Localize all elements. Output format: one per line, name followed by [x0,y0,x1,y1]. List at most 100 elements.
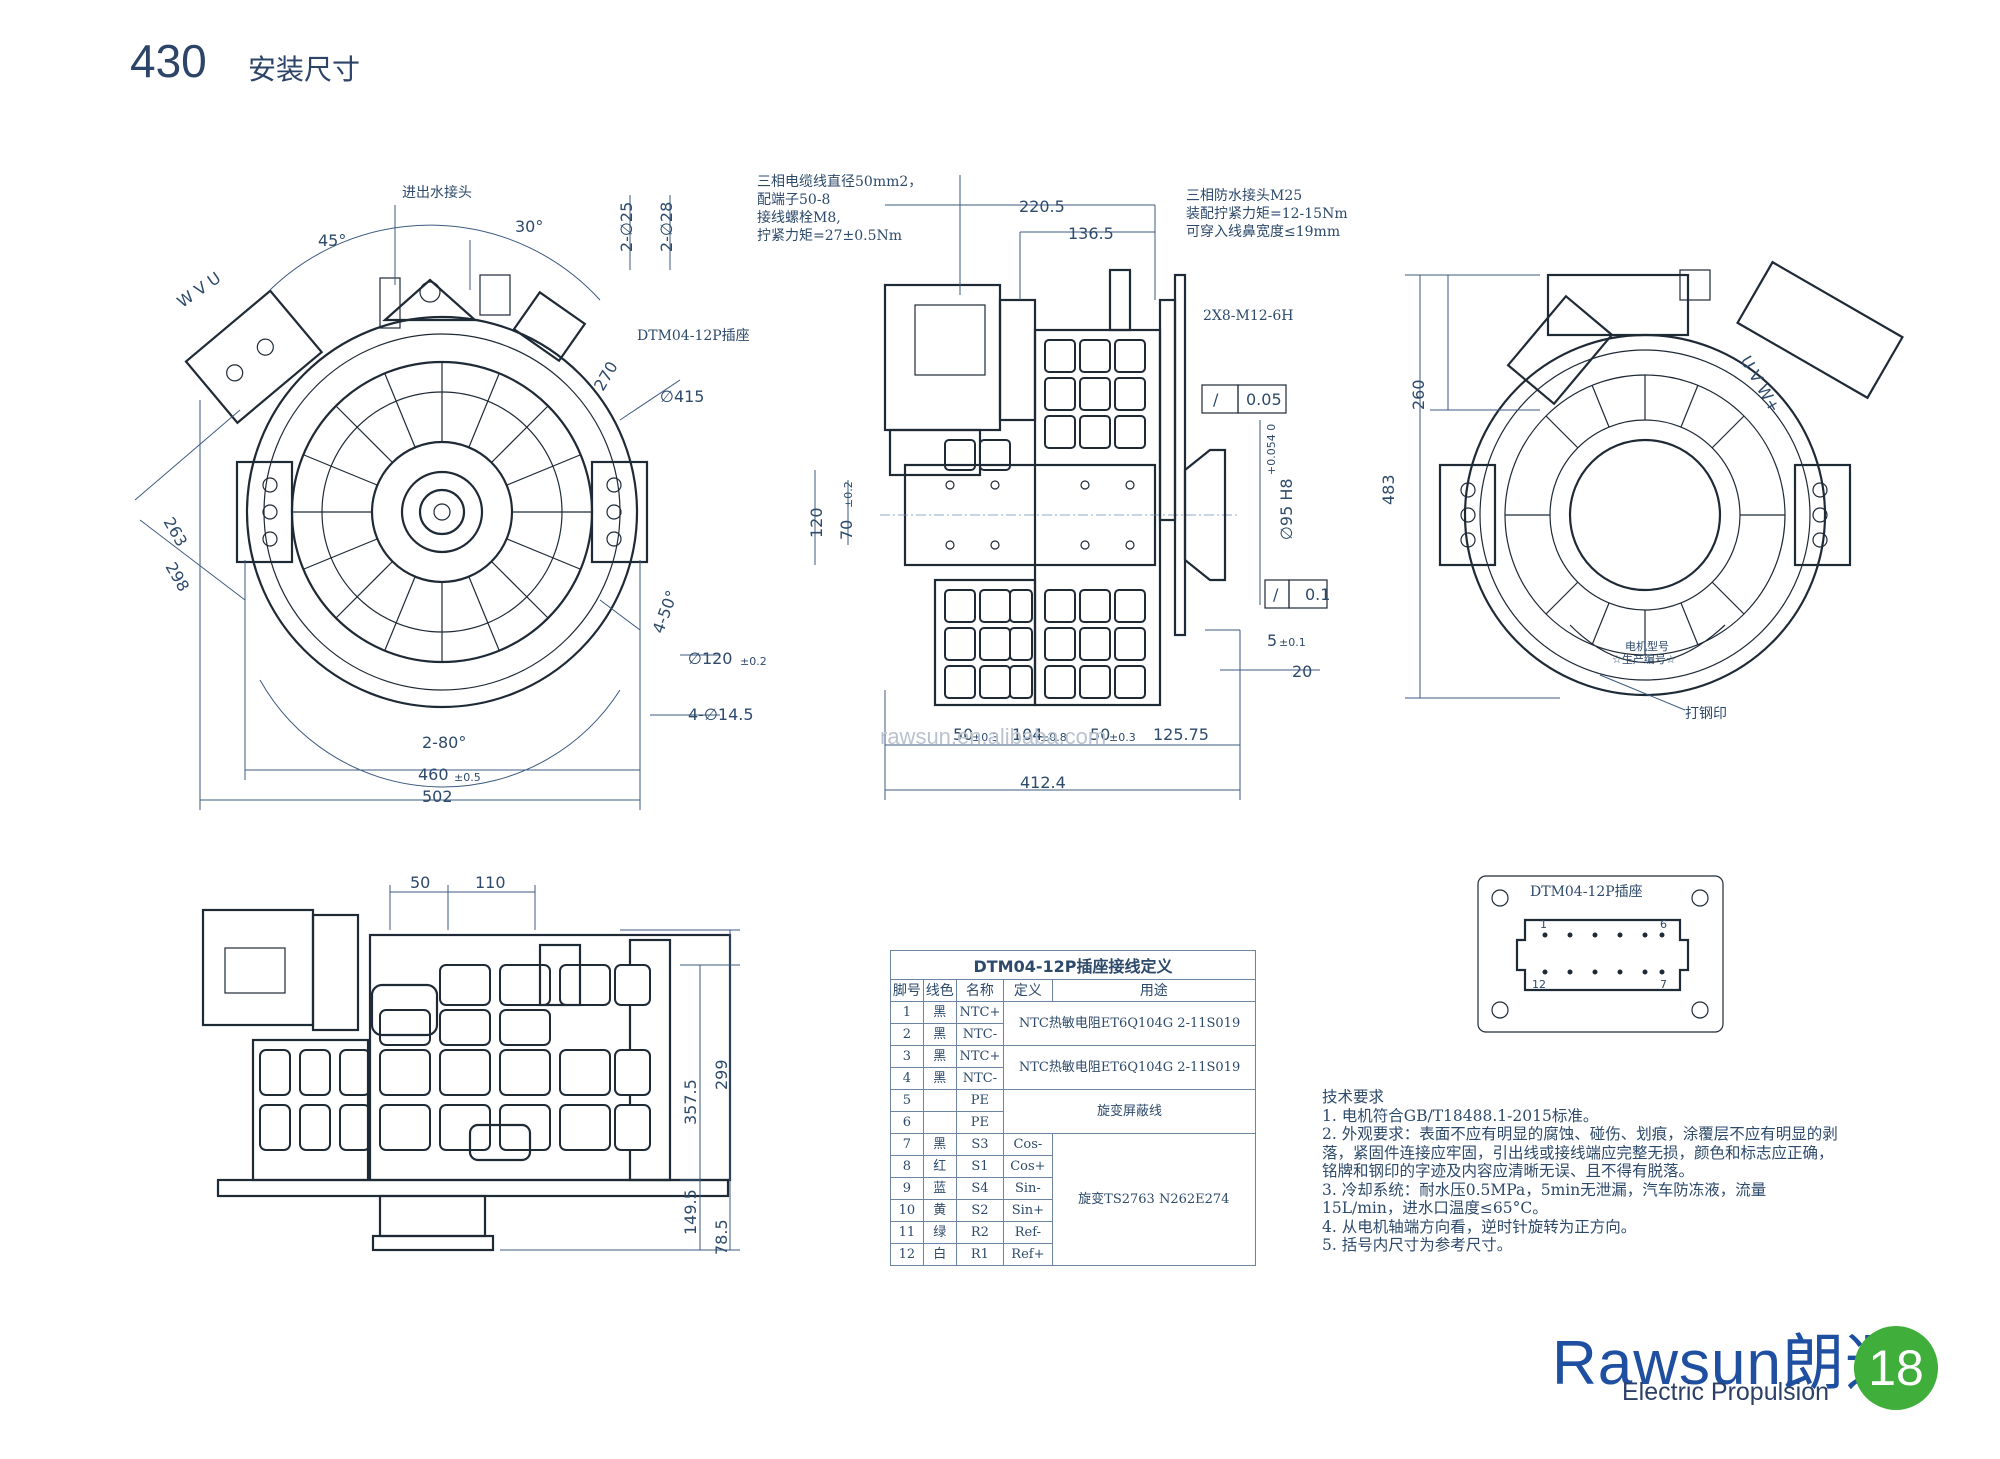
tech-item: 1. 电机符合GB/T18488.1-2015标准。 [1322,1106,1599,1125]
seg-104-tol: ±0.8 [1040,731,1067,744]
table-cell: 蓝 [922,1177,957,1200]
pin-6-label: 6 [1660,918,1667,931]
pin-7-label: 7 [1660,978,1667,991]
nameplate-model: 电机型号 [1625,639,1669,653]
uvw-label: U V W+ [1737,353,1784,416]
table-row: 4 黑 NTC- [890,1067,1256,1090]
table-cell: 红 [922,1155,957,1178]
table-row: 8 红 S1 Cos+ [890,1155,1256,1178]
width-460-tol: ±0.5 [454,771,481,784]
table-cell: Cos- [1003,1133,1053,1156]
table-cell: S3 [955,1133,1005,1156]
watermark: rawsun.en.alibaba.com [880,724,1107,749]
angle-30-label: 30° [515,217,543,236]
seg-50b-tol: ±0.3 [1109,731,1136,744]
gland-note-3: 可穿入线鼻宽度≤19mm [1186,223,1340,240]
seg-50a-tol: ±0.3 [972,731,999,744]
pin-definition-table: DTM04-12P插座接线定义 脚号 线色 名称 定义 用途 1 黑 NTC+ … [890,950,1257,1266]
table-cell: 12 [890,1243,924,1266]
tech-title: 技术要求 [1322,1088,1385,1106]
table-header: 线色 [922,979,957,1002]
table-cell: Cos+ [1003,1155,1053,1178]
dim-20-label: 20 [1292,662,1312,681]
table-cell: 6 [890,1111,924,1134]
table-cell: NTC- [955,1023,1005,1046]
dim-2205-label: 220.5 [1019,197,1065,216]
cable-note-4: 拧紧力矩=27±0.5Nm [757,228,902,244]
table-cell: 9 [890,1177,924,1200]
table-row: 3 黑 NTC+ NTC热敏电阻ET6Q104G 2-11S019 [890,1045,1256,1090]
dim-120-tol: ±0.2 [740,655,767,668]
table-cell: 白 [922,1243,957,1266]
cable-note-2: 配端子50-8 [757,192,830,208]
connector-detail [1477,875,1724,1033]
table-cell: NTC+ [955,1001,1005,1024]
tech-item: 3. 冷却系统：耐水压0.5MPa，5min无泄漏，汽车防冻液，流量15L/mi… [1322,1180,1767,1218]
dim-95-label: ∅95 H8 [1277,478,1296,540]
dim-415-label: ∅415 [660,387,704,406]
table-cell: 11 [890,1221,924,1244]
height-260-label: 260 [1409,379,1428,410]
table-cell-merged: 旋变TS2763 N262E274 [1051,1133,1257,1266]
table-cell: 黑 [922,1045,957,1068]
table-row: 2 黑 NTC- [890,1023,1256,1046]
table-cell: PE [955,1111,1005,1134]
tol-01-label: 0.1 [1305,585,1330,604]
table-header: 定义 [1003,979,1053,1002]
dim-5-label: 5 [1267,631,1277,650]
table-cell [922,1111,957,1134]
height-120-label: 120 [807,507,826,538]
table-row: 11 绿 R2 Ref- [890,1221,1256,1244]
rear-view [1405,260,1904,711]
table-header-row: 脚号 线色 名称 定义 用途 [890,979,1257,1002]
table-cell: R1 [955,1243,1005,1266]
width-502-label: 502 [422,787,453,806]
dim-1495-label: 149.5 [681,1189,700,1235]
table-cell: S1 [955,1155,1005,1178]
thread-label: 2X8-M12-6H [1203,308,1294,324]
seg-104-label: 104 [1012,725,1043,744]
hole-28-label: 2-∅28 [657,202,676,252]
dim-785-label: 78.5 [712,1219,731,1255]
height-70-tol: ±0.2 [842,481,855,508]
table-cell-merged: 旋变屏蔽线 [1003,1089,1256,1134]
table-cell: 黑 [922,1023,957,1046]
nameplate-serial: ☆生产编号☆ [1612,652,1676,666]
cable-note-3: 接线螺栓M8, [757,209,841,226]
table-row: 10 黄 S2 Sin+ [890,1199,1256,1222]
angle-280-label: 2-80° [422,733,466,752]
table-cell: PE [955,1089,1005,1112]
table-cell: Sin- [1003,1177,1053,1200]
table-cell: NTC- [955,1067,1005,1090]
table-cell: 绿 [922,1221,957,1244]
dim-1365-label: 136.5 [1068,224,1114,243]
hole-25-label: 2-∅25 [617,202,636,252]
table-cell: 黄 [922,1199,957,1222]
table-cell-merged: NTC热敏电阻ET6Q104G 2-11S019 [1003,1001,1256,1046]
table-cell: 5 [890,1089,924,1112]
table-cell: NTC+ [955,1045,1005,1068]
table-cell: Ref- [1003,1221,1053,1244]
tech-item: 2. 外观要求：表面不应有明显的腐蚀、碰伤、划痕，涂覆层不应有明显的剥落，紧固件… [1322,1125,1838,1180]
table-cell: 3 [890,1045,924,1068]
table-header: 名称 [955,979,1005,1002]
table-cell: 10 [890,1199,924,1222]
table-cell [922,1089,957,1112]
table-cell: Ref+ [1003,1243,1053,1266]
table-cell: R2 [955,1221,1005,1244]
seg-12575-label: 125.75 [1153,725,1209,744]
brand-logo: Rawsun朗迅 [1552,1329,1908,1398]
height-70-label: 70 [837,520,856,540]
inlet-label: 进出水接头 [402,184,472,201]
table-row: 12 白 R1 Ref+ [890,1243,1256,1266]
pin-table-title: DTM04-12P插座接线定义 [890,950,1256,979]
table-row: 6 PE [890,1111,1256,1134]
table-row: 1 黑 NTC+ NTC热敏电阻ET6Q104G 2-11S019 [890,1001,1256,1046]
technical-requirements: 技术要求 1. 电机符合GB/T18488.1-2015标准。 2. 外观要求：… [1322,1088,1842,1255]
gland-note-1: 三相防水接头M25 [1186,187,1302,204]
table-cell-merged: NTC热敏电阻ET6Q104G 2-11S019 [1003,1045,1256,1090]
page-number-label: 430 [130,35,207,87]
dim-263-label: 263 [160,514,192,550]
table-cell: Sin+ [1003,1199,1053,1222]
